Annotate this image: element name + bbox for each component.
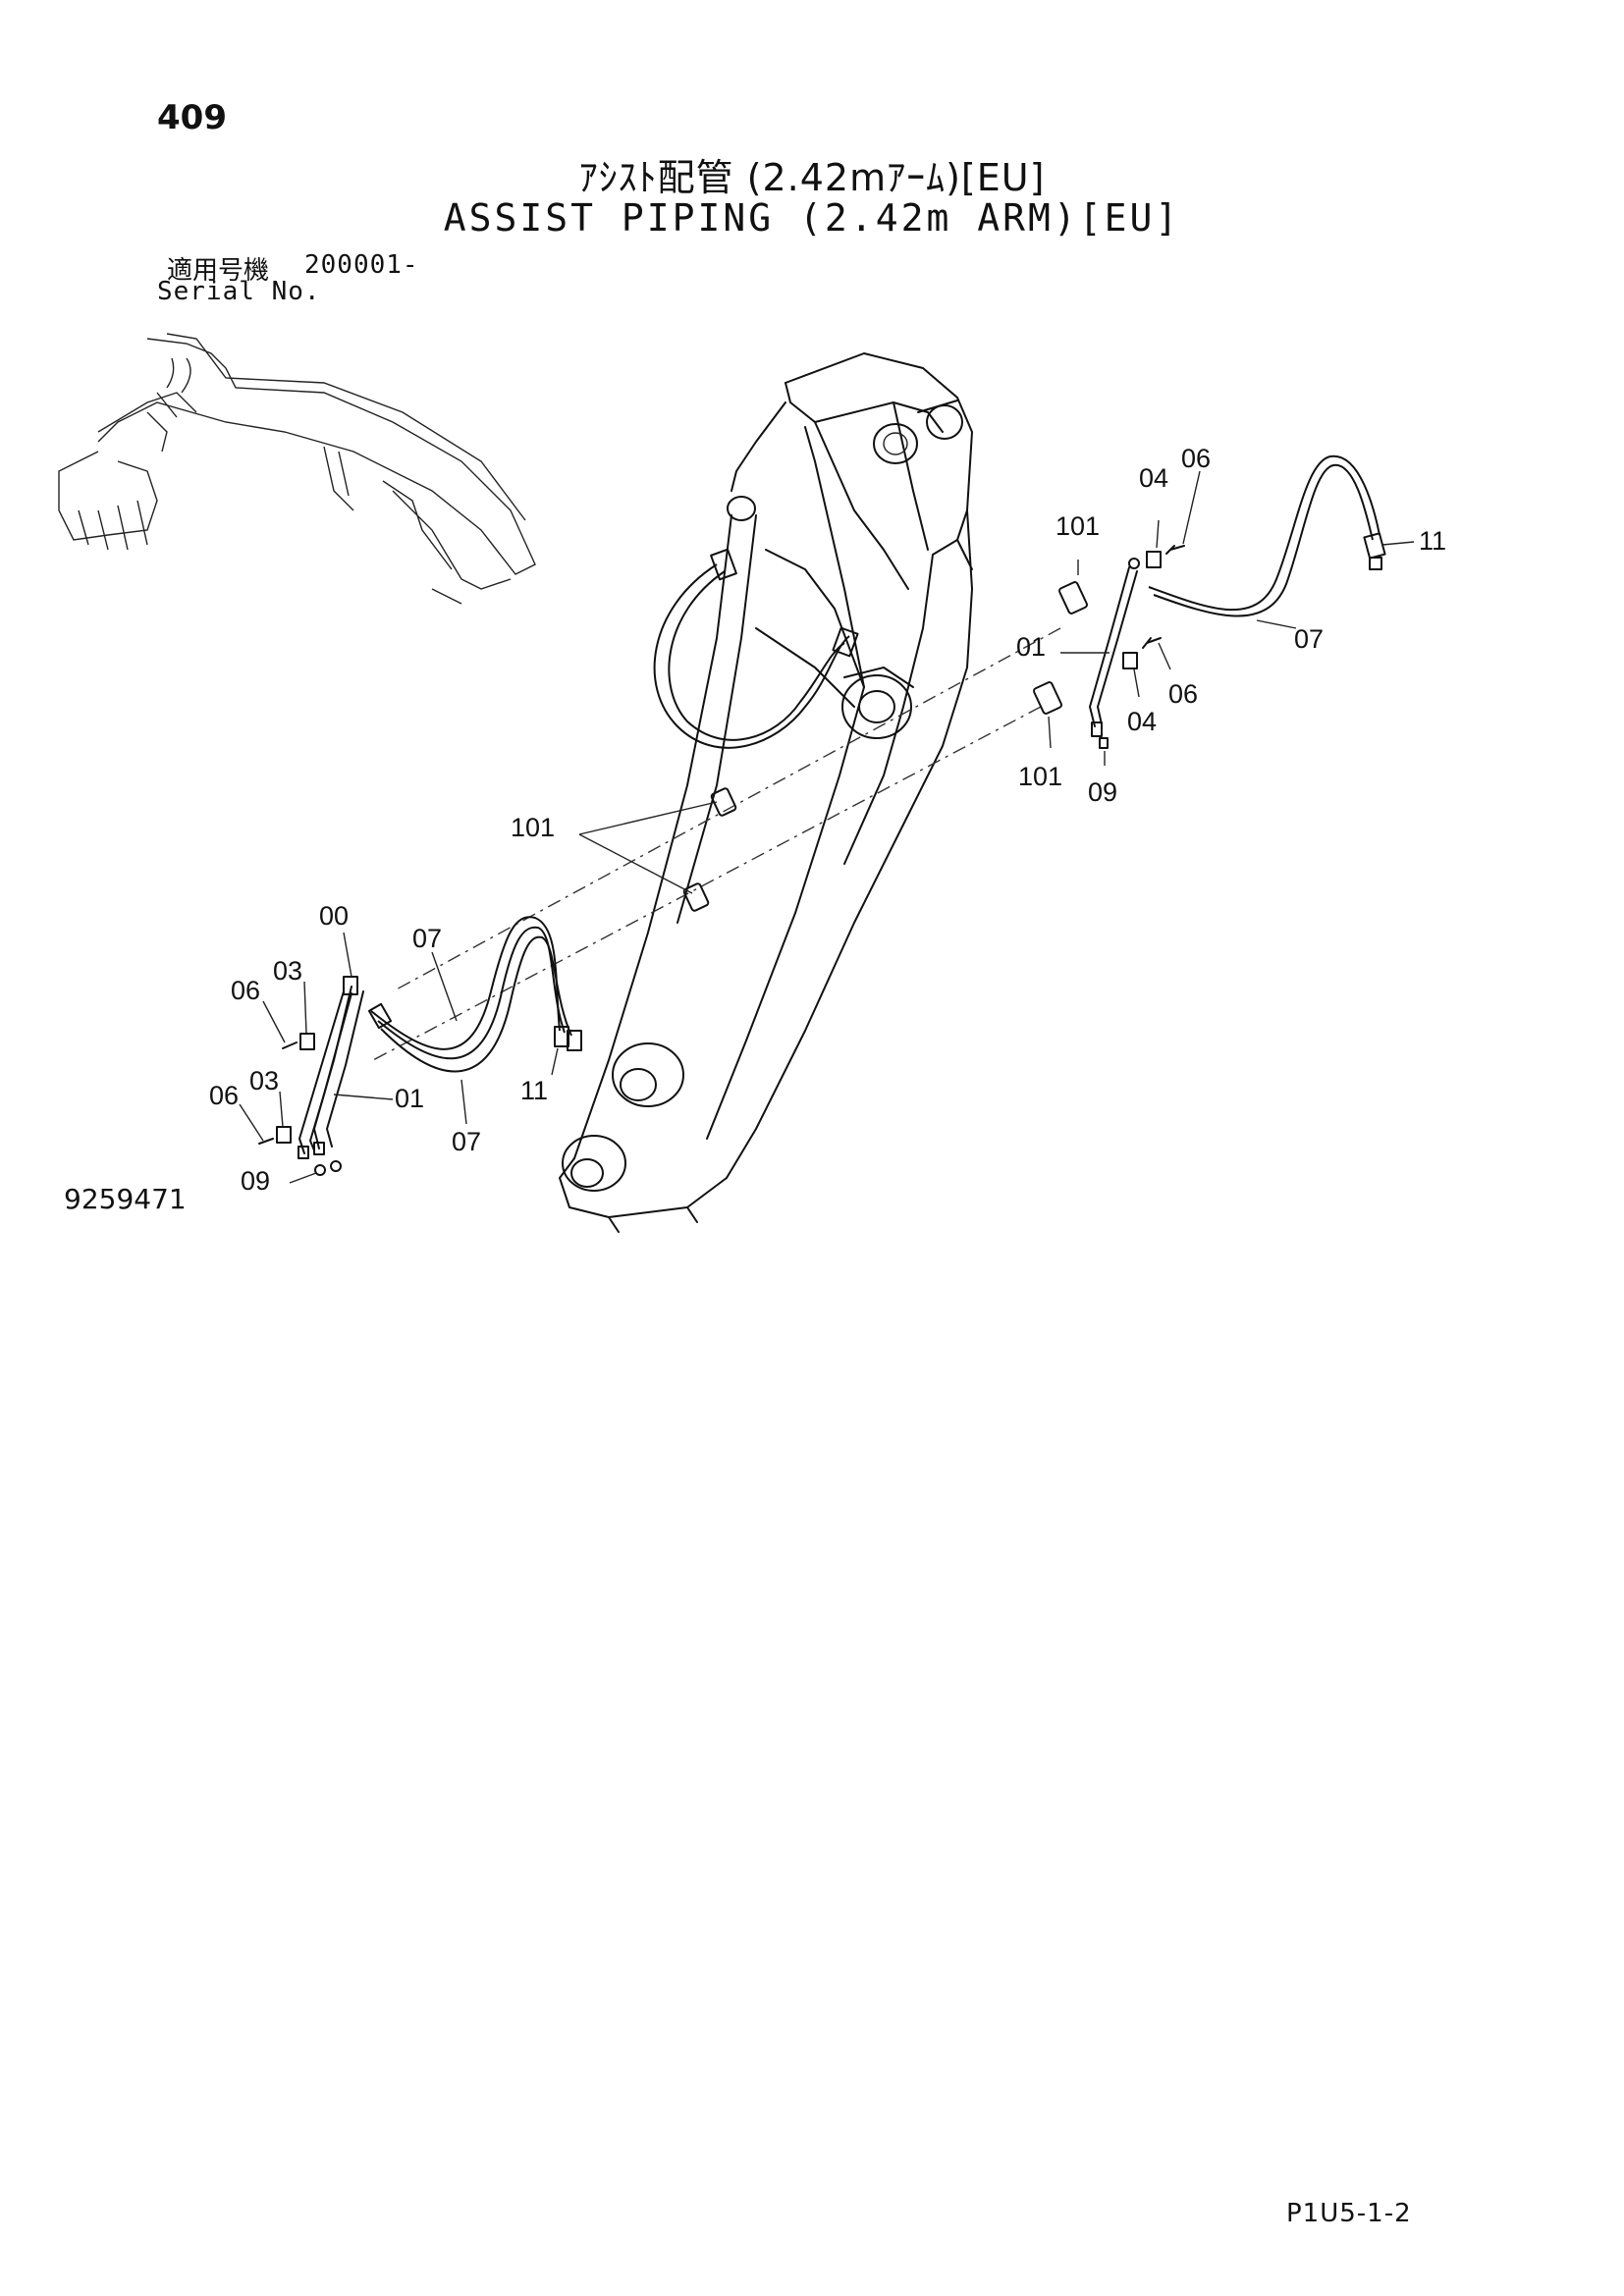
excavator-overview-thumbnail: [58, 333, 536, 605]
serial-value: 200001-: [304, 250, 419, 280]
callout-06: 06: [1168, 679, 1198, 709]
callout-03: 03: [273, 956, 302, 986]
callout-11: 11: [520, 1076, 548, 1105]
clamp-parts: [682, 581, 1088, 912]
page-number: 409: [157, 98, 227, 137]
callout-07: 07: [1294, 624, 1324, 654]
callout-09: 09: [1088, 777, 1117, 807]
right-pipe-assembly: [1089, 454, 1386, 749]
left-pipe-assembly: [258, 916, 582, 1176]
callout-00: 00: [319, 901, 349, 931]
callout-101: 101: [1018, 762, 1062, 791]
callout-04: 04: [1127, 707, 1157, 736]
callout-07: 07: [412, 924, 442, 953]
arm-assembly-drawing: [559, 352, 973, 1233]
callout-03: 03: [249, 1066, 279, 1095]
callout-01: 01: [395, 1084, 424, 1113]
assembly-centerlines: [372, 627, 1061, 1061]
callout-04: 04: [1139, 463, 1168, 493]
callout-07: 07: [452, 1127, 481, 1156]
callout-09: 09: [241, 1166, 270, 1196]
callout-01: 01: [1016, 632, 1046, 662]
callout-11: 11: [1419, 526, 1446, 556]
callout-101: 101: [511, 813, 555, 842]
title-japanese: ｱｼｽﾄ配管 (2.42mｱｰﾑ)[EU]: [578, 156, 1046, 199]
drawing-number: 9259471: [64, 1183, 187, 1215]
callout-06: 06: [231, 976, 260, 1005]
leader-lines: [239, 470, 1415, 1184]
title-english: ASSIST PIPING (2.42m ARM)[EU]: [443, 196, 1181, 240]
serial-label-english: Serial No.: [157, 277, 321, 306]
callout-06: 06: [209, 1081, 239, 1110]
arm-hose-assembly: [653, 548, 859, 749]
callout-101: 101: [1056, 511, 1100, 541]
parts-diagram: 101 04 06 11 07 01 06 04 101 09 101 00 0…: [58, 333, 1446, 1233]
sheet-code: P1U5-1-2: [1286, 2199, 1412, 2228]
callout-06: 06: [1181, 444, 1211, 473]
serial-label-japanese: 適用号機: [167, 256, 270, 286]
callout-labels: 101 04 06 11 07 01 06 04 101 09 101 00 0…: [209, 444, 1446, 1196]
